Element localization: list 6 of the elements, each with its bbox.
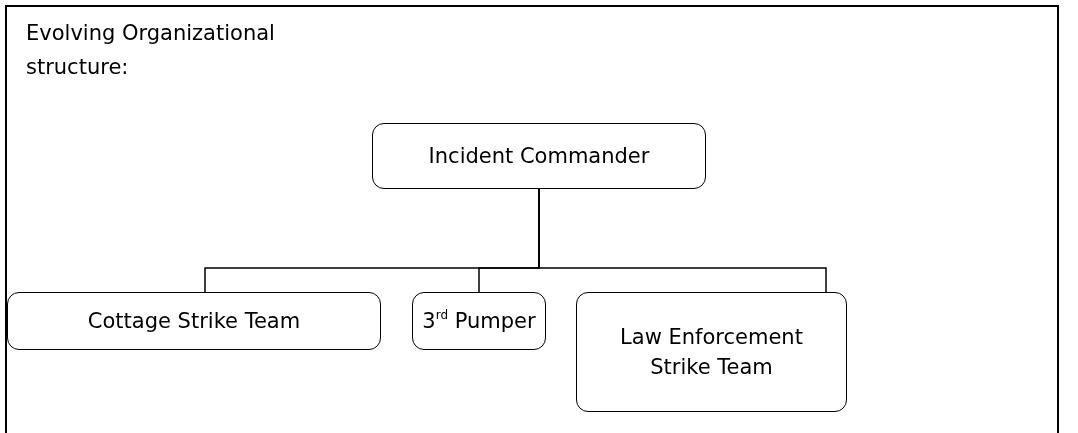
org-box: Law Enforcement Strike Team (576, 292, 847, 412)
connector-line (538, 188, 827, 293)
org-box: Cottage Strike Team (7, 292, 381, 350)
diagram-title: Evolving Organizational structure: (26, 20, 276, 81)
org-box: 3$^{rd}$ Pumper (412, 292, 546, 350)
org-box: Incident Commander (372, 123, 706, 189)
